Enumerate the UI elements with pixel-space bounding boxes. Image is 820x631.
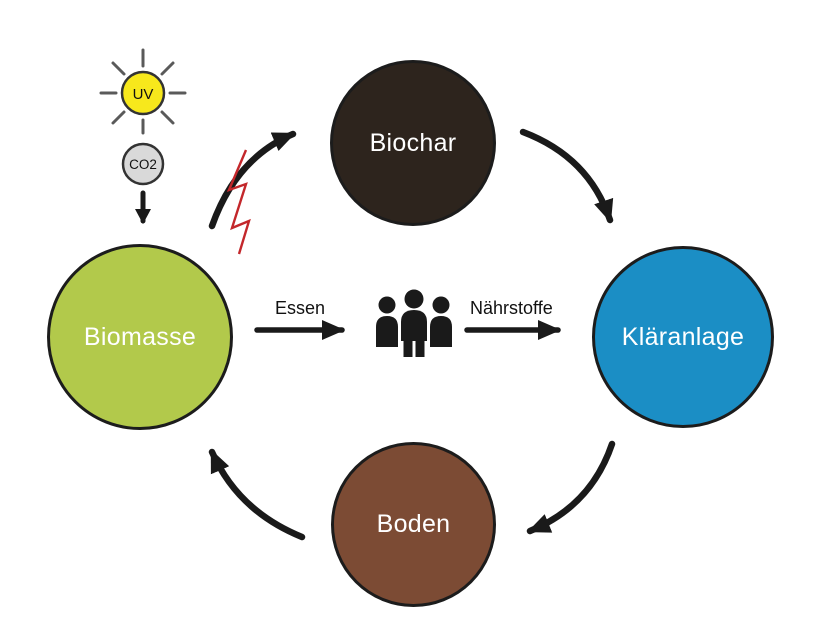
uv-label: UV (133, 86, 154, 103)
arrow-biomasse-to-biochar (208, 130, 297, 230)
node-klaeranlage: Kläranlage (592, 246, 774, 428)
arrow-biochar-to-klaeranlage (519, 128, 614, 224)
flow-label-naehrstoffe: Nährstoffe (470, 298, 553, 318)
node-biomasse: Biomasse (47, 244, 233, 430)
node-biochar-label: Biochar (369, 128, 457, 157)
node-biomasse-label: Biomasse (83, 322, 197, 351)
co2-label: CO2 (129, 157, 157, 172)
lightning-bolt-icon (226, 149, 251, 255)
sun-uv-icon: UV (99, 48, 187, 135)
node-boden-label: Boden (376, 510, 451, 538)
arrow-klaeranlage-to-boden (526, 440, 616, 535)
node-klaeranlage-label: Kläranlage (621, 322, 745, 351)
flow-label-essen: Essen (275, 298, 326, 318)
co2-icon: CO2 (121, 142, 165, 186)
node-boden: Boden (331, 442, 496, 607)
node-biochar: Biochar (330, 60, 496, 226)
people-icon (376, 289, 452, 357)
arrow-boden-to-biomasse (208, 448, 306, 541)
